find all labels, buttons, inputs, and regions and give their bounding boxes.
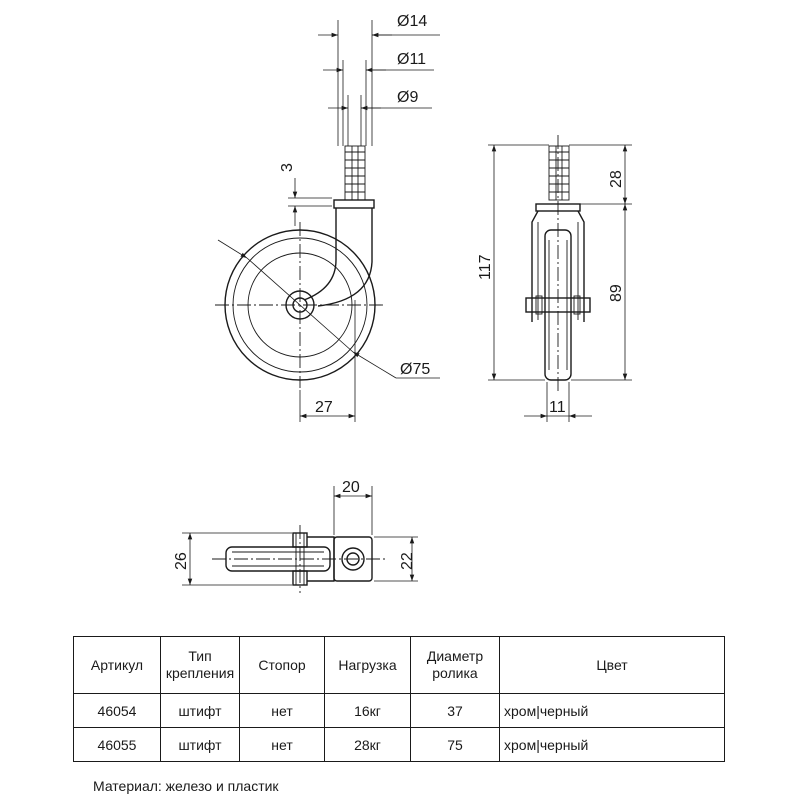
dim-89-group: 89 xyxy=(571,204,632,381)
technical-drawing: Ø14 Ø11 Ø9 3 Ø75 27 xyxy=(173,13,632,593)
cell-color: хром|черный xyxy=(499,693,725,728)
dim-h89: 89 xyxy=(608,284,625,302)
dim-d75-group: Ø75 xyxy=(217,239,440,379)
dim-28-group: 28 xyxy=(569,144,632,205)
cell-color: хром|черный xyxy=(499,727,725,762)
front-pin xyxy=(548,145,570,201)
dim-3-group: 3 xyxy=(279,163,332,226)
cell-mount-type: штифт xyxy=(160,693,240,728)
table-row: 46055 штифт нет 28кг 75 хром|черный xyxy=(73,727,725,762)
cell-wheel-diameter: 75 xyxy=(410,727,500,762)
cell-mount-type: штифт xyxy=(160,727,240,762)
dim-20-group: 20 xyxy=(333,479,373,535)
header-mount-type: Тип крепления xyxy=(160,636,240,694)
header-color: Цвет xyxy=(499,636,725,694)
dim-11-group: 11 xyxy=(524,382,592,422)
material-note: Материал: железо и пластик xyxy=(93,778,279,794)
dim-d9: Ø9 xyxy=(397,89,418,106)
table-row: 46054 штифт нет 16кг 37 хром|черный xyxy=(73,693,725,728)
front-view xyxy=(525,135,591,392)
cell-brake: нет xyxy=(239,727,325,762)
dim-h3: 3 xyxy=(279,163,296,172)
cell-wheel-diameter: 37 xyxy=(410,693,500,728)
dim-26-group: 26 xyxy=(173,532,292,586)
header-article: Артикул xyxy=(73,636,161,694)
dim-h26: 26 xyxy=(173,552,190,570)
dim-h117: 117 xyxy=(477,254,494,280)
header-load: Нагрузка xyxy=(324,636,411,694)
side-view xyxy=(215,145,385,388)
dim-d75: Ø75 xyxy=(400,361,430,378)
dim-22-group: 22 xyxy=(374,536,418,582)
cell-load: 28кг xyxy=(324,727,411,762)
dim-27-group: 27 xyxy=(299,300,356,422)
cell-brake: нет xyxy=(239,693,325,728)
spec-table: Артикул Тип крепления Стопор Нагрузка Ди… xyxy=(73,636,725,762)
dim-d14: Ø14 xyxy=(397,13,427,30)
table-header-row: Артикул Тип крепления Стопор Нагрузка Ди… xyxy=(73,636,725,694)
side-pin xyxy=(344,145,366,201)
dim-h28: 28 xyxy=(608,170,625,188)
cell-article: 46055 xyxy=(73,727,161,762)
cell-article: 46054 xyxy=(73,693,161,728)
dim-117-group: 117 xyxy=(477,144,549,381)
diameter-dims: Ø14 Ø11 Ø9 xyxy=(318,13,440,146)
dim-h22: 22 xyxy=(399,552,416,570)
dim-w11: 11 xyxy=(549,399,566,416)
header-brake: Стопор xyxy=(239,636,325,694)
dim-w20: 20 xyxy=(342,479,360,496)
dim-d11: Ø11 xyxy=(397,51,426,68)
cell-load: 16кг xyxy=(324,693,411,728)
top-view xyxy=(212,525,386,593)
header-wheel-diameter: Диаметр ролика xyxy=(410,636,500,694)
dim-w27: 27 xyxy=(315,399,333,416)
